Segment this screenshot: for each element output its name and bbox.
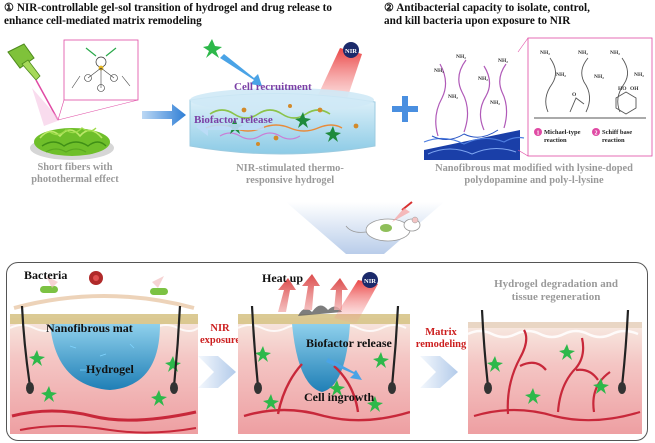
fibers-caption-line-2: photothermal effect [31,174,119,185]
right-heading-line-2: and kill bacteria upon exposure to NIR [384,14,571,27]
nir-badge-text: NIR [364,278,376,285]
wound-scene-before [10,271,198,434]
oh-label: OH [630,86,639,92]
nh2-label: NH₂ [478,76,488,82]
nh2-label: NH₂ [490,100,500,106]
nanofibrous-mat-label: Nanofibrous mat [46,321,133,335]
hydrogel-caption-line-2: responsive hydrogel [245,175,335,186]
fibers-to-hydrogel-arrow [142,104,186,126]
left-heading: ① NIR-controllable gel-sol transition of… [4,2,334,27]
right-heading-line-1: ② Antibacterial capacity to isolate, con… [384,2,590,14]
fiber-mesh [423,129,525,160]
mat-caption: Nanofibrous mat modified with lysine-dop… [416,163,652,187]
fibers-caption: Short fibers with photothermal effect [0,162,150,186]
bacteria-label: Bacteria [24,268,68,282]
hydrogel-caption-line-1: NIR-stimulated thermo- [236,163,344,174]
matrix-remodeling-line-2: remodeling [415,339,467,350]
mouse-icon [345,201,421,242]
reaction-2-badge [592,128,600,136]
reaction-1-label-line-2: reaction [544,137,567,144]
nir-source-icon [343,42,359,58]
heat-up-label: Heat up [262,271,304,285]
wound-scene-healed [468,309,642,434]
nh2-label: NH₂ [434,68,444,74]
hydrogel-caption: NIR-stimulated thermo- responsive hydrog… [210,163,370,187]
reaction-2-label-line-2: reaction [602,137,625,144]
in-vivo-mouse-illustration [286,201,444,254]
nir-exposure-arrow [198,356,236,388]
reaction-2-label-line-1: Schiff base [602,129,632,136]
reaction-2-number: 2 [595,131,598,137]
nir-badge-text: NIR [345,48,357,55]
nir-exposure-label: NIR exposure [200,323,240,347]
reaction-1-label-line-1: Michael-type [544,129,581,136]
plus-icon [392,96,418,122]
fibers-caption-line-1: Short fibers with [37,162,113,173]
biofactor-release-bottom-label: Biofactor release [306,336,392,350]
reaction-1-number: 1 [537,131,540,137]
nh2-label: NH₂ [594,74,604,80]
reaction-1-badge [534,128,542,136]
short-fibers-illustration [7,39,139,160]
oxygen-label: O [572,92,577,98]
biofactor-release-label: Biofactor release [194,114,273,126]
hydrogel-blob [50,324,160,390]
mat-caption-line-1: Nanofibrous mat modified with lysine-dop… [435,163,633,174]
wound-scene-nir: NIR [238,272,410,434]
nh2-label: NH₂ [634,72,644,78]
nh2-label: NH₂ [540,50,550,56]
hydrogel-illustration: NIR Cell recruitment Biofactor release [189,39,376,155]
molecule-structure-diagram [57,39,139,121]
nh2-label: NH₂ [578,50,588,56]
nh2-label: NH₂ [556,72,566,78]
cell-recruitment-label: Cell recruitment [234,81,312,93]
hydrogel-label: Hydrogel [86,362,134,376]
down-arrow [286,202,444,254]
left-heading-line-2: enhance cell-mediated matrix remodeling [4,14,202,27]
fiber-dish [30,127,114,160]
right-heading: ② Antibacterial capacity to isolate, con… [384,2,654,27]
matrix-remodeling-arrow [420,356,458,388]
migrating-cell-icon [203,39,222,58]
reaction-zoom-box [527,37,653,157]
mat-caption-line-2: polydopamine and poly-l-lysine [464,175,604,186]
bacteria-icon [40,271,168,295]
ho-label: HO [618,86,627,92]
nanofibrous-mat-illustration: NH₂ NH₂ NH₂ NH₂ NH₂ NH₂ NH₂ NH₂ NH₂ NH₂ … [423,37,653,160]
matrix-remodeling-line-1: Matrix [425,327,457,338]
degradation-line-2: tissue regeneration [511,291,601,303]
left-heading-line-1: ① NIR-controllable gel-sol transition of… [4,2,332,14]
degradation-line-1: Hydrogel degradation and [494,278,618,290]
nh2-label: NH₂ [498,58,508,64]
nir-exposure-line-1: NIR [210,323,230,334]
nh2-label: NH₂ [610,50,620,56]
heat-arrows [278,274,348,312]
degradation-label: Hydrogel degradation and tissue regenera… [470,278,642,304]
polymer-chains [435,59,508,137]
cell-ingrowth-label: Cell ingrowth [304,390,375,404]
nir-exposure-line-2: exposure [200,335,241,346]
nir-source-icon [362,272,378,288]
nh2-label: NH₂ [456,54,466,60]
matrix-remodeling-label: Matrix remodeling [414,327,468,351]
nh2-label: NH₂ [448,94,458,100]
syringe-icon [7,43,60,126]
